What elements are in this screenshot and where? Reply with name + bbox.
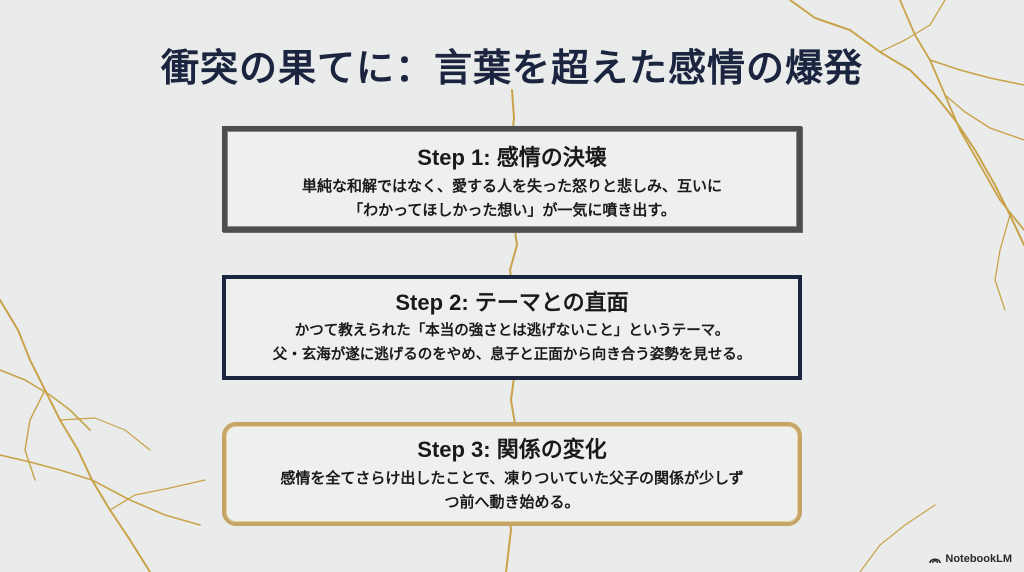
step-3-title: Step 3: 関係の変化 <box>417 437 607 462</box>
step-1-body: 単純な和解ではなく、愛する人を失った怒りと悲しみ、互いに 「わかってほしかった想… <box>227 174 797 222</box>
step-2-body: かつて教えられた「本当の強さとは逃げないこと」というテーマ。 父・玄海が遂に逃げ… <box>226 319 798 367</box>
step-3-card: Step 3: 関係の変化 感情を全てさらけ出したことで、凍りついていた父子の関… <box>222 422 802 526</box>
step-2-card: Step 2: テーマとの直面 かつて教えられた「本当の強さとは逃げないこと」と… <box>222 275 802 380</box>
branding-label: NotebookLM <box>945 553 1012 565</box>
notebooklm-logo-icon <box>929 557 942 563</box>
step-3-body: 感情を全てさらけ出したことで、凍りついていた父子の関係が少しず つ前へ動き始める… <box>226 466 798 514</box>
notebooklm-branding: NotebookLM <box>929 553 1012 565</box>
step-1-card: Step 1: 感情の決壊 単純な和解ではなく、愛する人を失った怒りと悲しみ、互… <box>222 126 802 232</box>
step-2-title: Step 2: テーマとの直面 <box>395 290 629 315</box>
step-3-line-2: つ前へ動き始める。 <box>444 493 580 511</box>
step-2-line-2: 父・玄海が遂に逃げるのをやめ、息子と正面から向き合う姿勢を見せる。 <box>272 347 752 363</box>
step-2-line-1: かつて教えられた「本当の強さとは逃げないこと」というテーマ。 <box>294 323 730 339</box>
step-1-title: Step 1: 感情の決壊 <box>417 145 607 170</box>
step-3-line-1: 感情を全てさらけ出したことで、凍りついていた父子の関係が少しず <box>280 469 744 487</box>
step-1-line-1: 単純な和解ではなく、愛する人を失った怒りと悲しみ、互いに <box>301 177 722 195</box>
step-1-line-2: 「わかってほしかった想い」が一気に噴き出す。 <box>348 201 676 219</box>
slide-title: 衝突の果てに：言葉を超えた感情の爆発 <box>160 45 863 90</box>
